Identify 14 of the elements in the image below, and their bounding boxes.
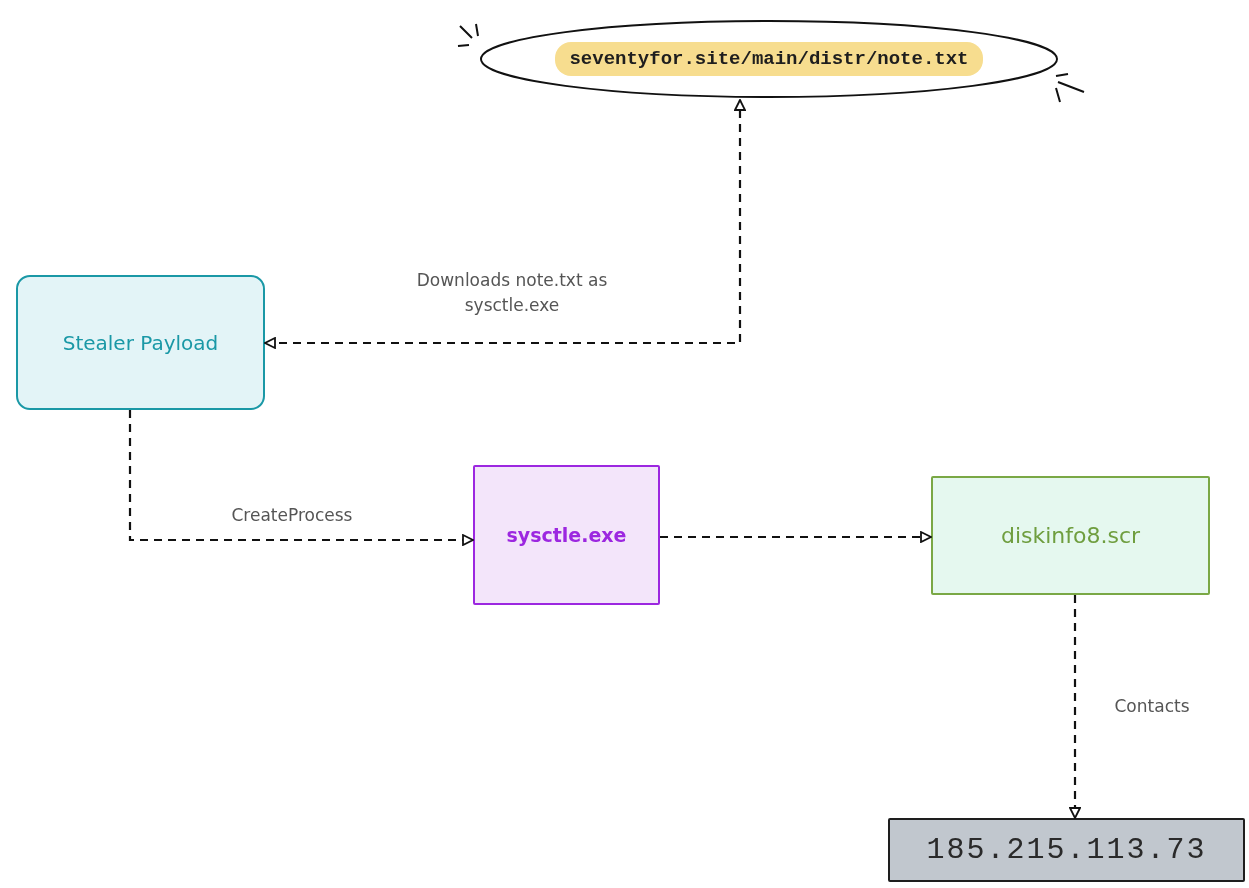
node-label: diskinfo8.scr [1000,523,1141,548]
process-box [16,275,265,410]
arrow [128,410,474,546]
arrow [1069,595,1081,819]
ip-address: 185.215.113.73 [926,833,1207,867]
ip-address-box [888,818,1245,882]
url-oval [480,20,1058,98]
node-label: Stealer Payload [62,330,219,355]
process-box [473,465,660,605]
arrow [660,531,932,543]
url-text: seventyfor.site/main/distr/note.txt [555,42,983,76]
arrow [264,99,746,349]
process-box [931,476,1210,595]
node-label: sysctle.exe [506,524,627,546]
